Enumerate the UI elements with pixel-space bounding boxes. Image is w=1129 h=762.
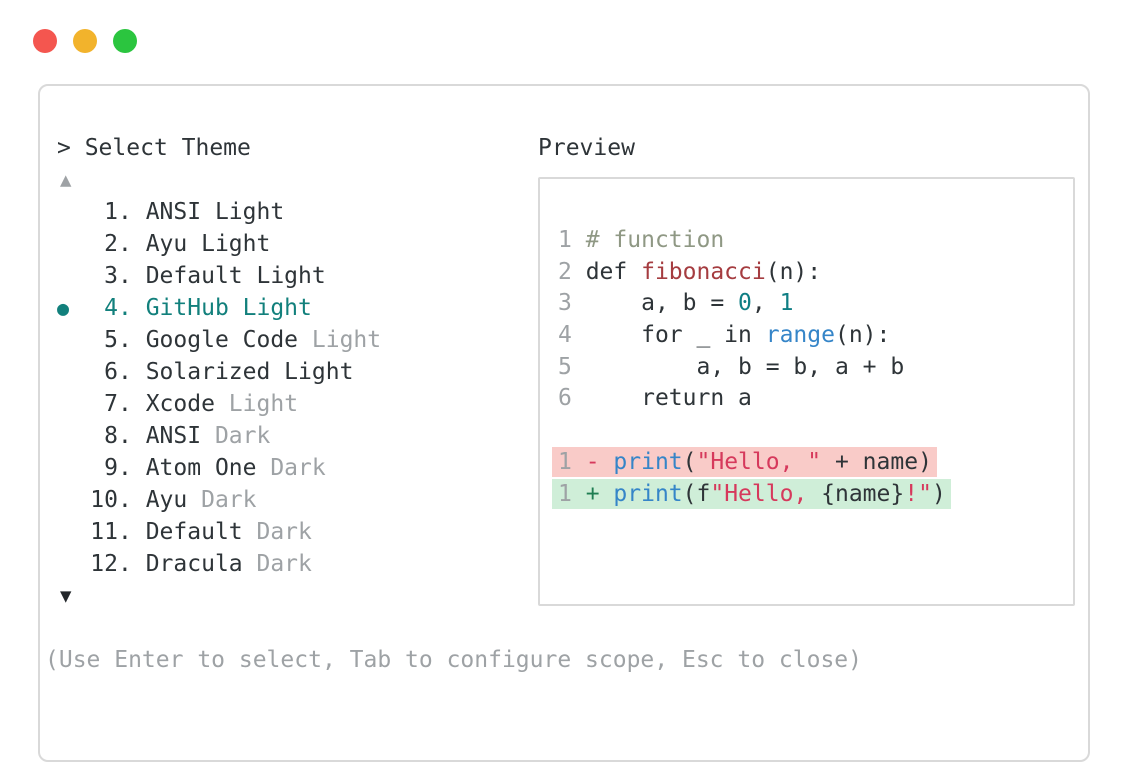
- preview-code: 1 # function 2 def fibonacci(n): 3 a, b = …: [538, 177, 1075, 606]
- line-number: 1: [558, 227, 586, 253]
- item-number: 5: [104, 327, 118, 353]
- line-number: 3: [558, 290, 586, 317]
- line-number: 1: [558, 480, 586, 507]
- item-number: 4: [104, 295, 118, 321]
- preview-column: Preview 1 # function 2 def fibonacci(n): 3…: [538, 132, 1075, 606]
- preview-title: Preview: [538, 135, 635, 161]
- keyboard-hints: (Use Enter to select, Tab to configure s…: [45, 647, 862, 673]
- code-line: [558, 415, 1073, 447]
- diff-line-removed: 1 - print("Hello, " + name): [552, 446, 1073, 479]
- item-label: Dracula: [145, 551, 243, 577]
- item-number: 8: [104, 423, 118, 449]
- line-number: 2: [558, 258, 586, 285]
- window-controls: [33, 29, 137, 53]
- item-variant: Light: [214, 391, 299, 417]
- code-line: 2 def fibonacci(n):: [558, 258, 822, 285]
- code-line: 1 # function: [558, 227, 725, 253]
- item-number: 10: [90, 487, 118, 513]
- item-label: Atom One: [145, 455, 257, 481]
- theme-item-4[interactable]: ●4. GitHub Light: [40, 292, 1088, 324]
- item-variant: Light: [298, 327, 382, 353]
- item-number: 11: [90, 519, 118, 545]
- diff-line-added: 1 + print(f"Hello, {name}!"): [552, 478, 1073, 511]
- item-number: 3: [104, 263, 118, 289]
- theme-item-1[interactable]: 1. ANSI Light: [40, 196, 1088, 228]
- item-variant: Dark: [242, 519, 312, 545]
- item-label: GitHub Light: [145, 295, 312, 321]
- code-line: 6 return a: [558, 385, 752, 412]
- code-line: 3 a, b = 0, 1: [558, 290, 794, 317]
- close-button[interactable]: [33, 29, 57, 53]
- item-variant: Dark: [187, 487, 257, 513]
- item-label: Default Light: [145, 263, 326, 289]
- picker-header: > Select Theme: [40, 132, 1088, 164]
- code-line: 5 a, b = b, a + b: [558, 353, 905, 380]
- theme-item-11[interactable]: 11. Default Dark: [40, 516, 1088, 548]
- theme-item-12[interactable]: 12. Dracula Dark: [40, 548, 1088, 580]
- item-label: Ayu: [145, 487, 188, 513]
- theme-item-9[interactable]: 9. Atom One Dark: [40, 452, 1088, 484]
- scroll-down-icon[interactable]: ▼: [60, 585, 72, 607]
- theme-item-8[interactable]: 8. ANSI Dark: [40, 420, 1088, 452]
- line-number: 4: [558, 322, 586, 349]
- item-variant: Dark: [256, 455, 326, 481]
- item-label: Solarized Light: [145, 359, 354, 385]
- scroll-up-icon[interactable]: ▲: [60, 169, 72, 191]
- item-number: 9: [104, 455, 118, 481]
- item-number: 6: [104, 359, 118, 385]
- theme-item-3[interactable]: 3. Default Light: [40, 260, 1088, 292]
- picker-title: Select Theme: [84, 135, 251, 161]
- theme-item-6[interactable]: 6. Solarized Light: [40, 356, 1088, 388]
- zoom-button[interactable]: [113, 29, 137, 53]
- theme-item-2[interactable]: 2. Ayu Light: [40, 228, 1088, 260]
- line-number: 5: [558, 353, 586, 380]
- line-number: 1: [558, 448, 586, 475]
- selected-marker: ●: [57, 292, 90, 324]
- item-label: Ayu Light: [145, 231, 271, 257]
- line-number: 6: [558, 385, 586, 412]
- item-variant: Dark: [201, 423, 271, 449]
- item-label: Xcode: [145, 391, 215, 417]
- item-number: 1: [104, 199, 118, 225]
- theme-item-10[interactable]: 10. Ayu Dark: [40, 484, 1088, 516]
- code-line: 4 for _ in range(n):: [558, 322, 891, 349]
- theme-item-7[interactable]: 7. Xcode Light: [40, 388, 1088, 420]
- item-label: ANSI: [145, 423, 202, 449]
- prompt-chevron: >: [57, 135, 85, 161]
- item-label: ANSI Light: [145, 199, 285, 225]
- item-variant: Dark: [242, 551, 312, 577]
- minimize-button[interactable]: [73, 29, 97, 53]
- item-number: 12: [90, 551, 118, 577]
- item-number: 7: [104, 391, 118, 417]
- item-label: Default: [145, 519, 243, 545]
- selected-bullet-icon: ●: [57, 296, 70, 320]
- theme-item-5[interactable]: 5. Google Code Light: [40, 324, 1088, 356]
- item-number: 2: [104, 231, 118, 257]
- item-label: Google Code: [145, 327, 299, 353]
